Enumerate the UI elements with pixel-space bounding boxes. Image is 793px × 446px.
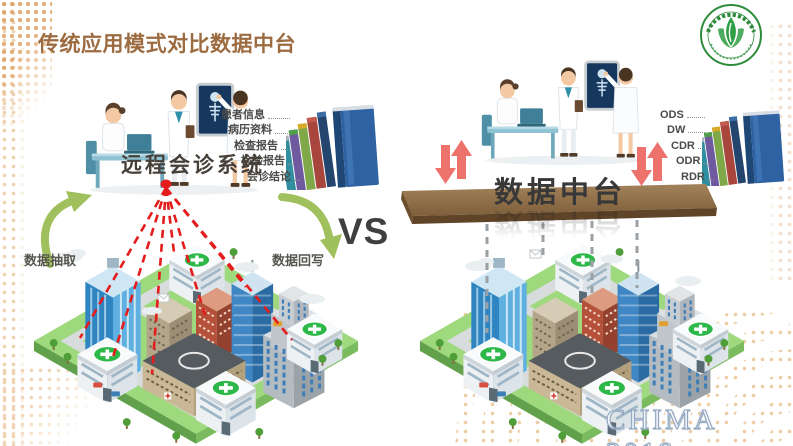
dotted-leader [268, 117, 290, 119]
layer-label: DW [667, 124, 686, 136]
books-illustration-left [286, 104, 379, 190]
dotted-leader [275, 133, 290, 134]
page-title: 传统应用模式对比数据中台 [38, 33, 296, 56]
dotted-leader [688, 132, 705, 133]
list-item: 检查报告 [221, 137, 291, 153]
halftone-topleft-corner [0, 0, 52, 132]
list-item: 病历资料 [221, 122, 291, 138]
dotted-leader [703, 163, 710, 164]
list-item: 患者信息 [221, 106, 291, 122]
hospital-logo [700, 4, 762, 66]
layer-label: ODR [676, 155, 701, 167]
logo-arc-text-top [706, 12, 756, 33]
data-platform-reflection: 数据中台 [493, 207, 626, 239]
record-label: 患者信息 [221, 108, 265, 121]
dotted-leader [294, 179, 300, 181]
dotted-leader [686, 116, 705, 118]
layer-label: CDR [671, 139, 695, 152]
dotted-leader [697, 147, 705, 149]
list-item: 检验报告 [221, 153, 294, 169]
list-item: CDR [660, 136, 706, 152]
dotted-leader [281, 148, 290, 150]
list-item: RDR [660, 167, 714, 183]
sync-arrows-left [435, 140, 472, 184]
dotted-leader [288, 164, 294, 165]
list-item: 会诊结论 [221, 168, 300, 184]
list-item: ODR [660, 152, 710, 167]
list-item: ODS [660, 105, 706, 121]
conference-brand: CHIMA 2019 [605, 403, 717, 446]
halftone-left-strip [0, 0, 26, 446]
logo-leaf-emblem [718, 17, 744, 48]
data-extract-label: 数据抽取 [24, 253, 77, 268]
layer-label: RDR [681, 170, 705, 183]
list-item: DW [660, 121, 706, 136]
remote-consultation-label: 远程会诊系统 [121, 154, 265, 177]
vs-label: VS [338, 211, 390, 252]
doctors-illustration-right [480, 58, 644, 166]
dotted-leader [707, 178, 714, 180]
record-label: 检验报告 [241, 155, 285, 167]
data-writeback-label: 数据回写 [272, 253, 325, 268]
record-label: 检查报告 [234, 139, 278, 152]
layer-label: ODS [660, 108, 684, 121]
data-layer-list: ODS DW CDR ODR RDR [660, 105, 714, 183]
logo-arc-text-bottom [710, 43, 752, 60]
record-label: 病历资料 [228, 124, 272, 136]
record-label: 会诊结论 [247, 170, 291, 183]
record-type-list: 患者信息 病历资料 检查报告 检验报告 会诊结论 [221, 106, 300, 184]
books-illustration-right [702, 110, 785, 186]
